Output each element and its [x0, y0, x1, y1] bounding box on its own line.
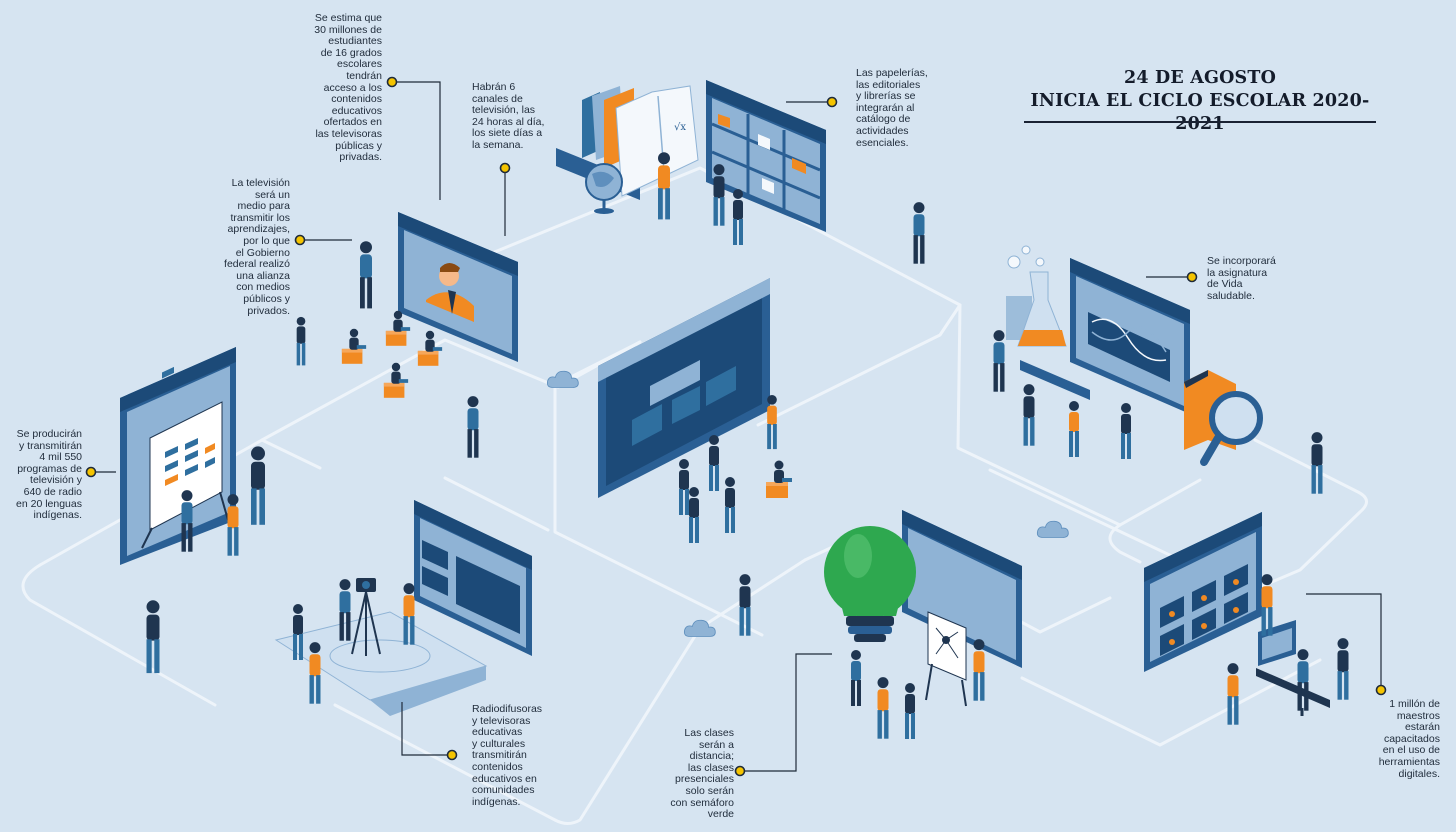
person-figure: [1227, 663, 1239, 725]
person-figure: [767, 394, 777, 450]
person-figure: [913, 202, 925, 264]
person-figure: [1297, 649, 1309, 711]
person-figure: [385, 310, 411, 346]
screen-tv-presenter: [398, 212, 518, 362]
title-line-2: INICIA EL CICLO ESCOLAR 2020-2021: [1030, 91, 1370, 134]
person-figure: [1023, 384, 1035, 446]
note-channels: Habrán 6 canales de televisión, las 24 h…: [472, 81, 545, 151]
mindmap-icon: [925, 611, 967, 707]
svg-text:√x: √x: [674, 122, 686, 133]
person-figure: [341, 328, 367, 364]
flask-icon: [1006, 245, 1090, 400]
title-line-1: 24 DE AGOSTO: [1123, 68, 1277, 88]
books-and-globe: √x: [556, 85, 699, 214]
person-figure: [905, 683, 915, 739]
screen-lightbulb: [902, 510, 1022, 668]
person-figure: [251, 446, 265, 525]
person-figure: [360, 241, 372, 309]
note-healthy-life: Se incorporará la asignatura de Vida sal…: [1207, 255, 1276, 302]
screen-lab: [1070, 258, 1190, 414]
person-figure: [1261, 574, 1273, 636]
person-figure: [689, 487, 699, 543]
magnifier-icon: [1200, 391, 1263, 466]
screen-central: [598, 278, 770, 498]
person-figure: [1121, 403, 1131, 459]
studio-floor: [274, 611, 488, 716]
person-figure: [766, 460, 792, 498]
person-figure: [851, 650, 861, 706]
screen-whiteboard: [120, 347, 236, 565]
cloud-icon: [546, 370, 579, 388]
person-figure: [296, 316, 306, 366]
person-figure: [713, 164, 725, 226]
cloud-icon: [1036, 520, 1069, 538]
note-programs: Se producirán y transmitirán 4 mil 550 p…: [16, 428, 82, 522]
note-teachers: 1 millón de maestros estarán capacitados…: [1378, 698, 1440, 780]
person-figure: [309, 642, 321, 704]
person-figure: [181, 490, 193, 552]
person-figure: [725, 477, 735, 533]
person-figure: [227, 494, 239, 556]
person-figure: [146, 600, 160, 674]
person-figure: [877, 677, 889, 739]
person-figure: [417, 330, 443, 366]
person-figure: [733, 189, 743, 245]
screen-broadcast: [414, 500, 532, 656]
person-figure: [709, 435, 719, 491]
note-broadcasters: Radiodifusoras y televisoras educativas …: [472, 703, 543, 808]
person-figure: [993, 330, 1005, 392]
note-stationery: Las papelerías, las editoriales y librer…: [856, 67, 928, 149]
marker-dots: [85, 76, 1387, 777]
note-television: La televisión será un medio para transmi…: [224, 177, 290, 317]
infographic-title: 24 DE AGOSTO INICIA EL CICLO ESCOLAR 202…: [1024, 67, 1376, 136]
camera-icon: [351, 578, 381, 656]
person-figure: [383, 362, 409, 398]
lightbulb-icon: [824, 526, 916, 642]
title-underline: [1024, 121, 1376, 123]
person-figure: [973, 639, 985, 701]
person-figure: [1311, 432, 1323, 494]
person-figure: [1069, 401, 1079, 457]
person-figure: [467, 396, 479, 458]
person-figure: [1337, 638, 1349, 700]
pathway-network: [21, 166, 1368, 825]
person-figure: [658, 152, 670, 220]
screen-videoconference: [1144, 512, 1330, 716]
leader-lines: [93, 81, 1382, 772]
note-remote-classes: Las clases serán a distancia; las clases…: [670, 727, 734, 821]
note-students: Se estima que 30 millones de estudiantes…: [314, 12, 382, 164]
person-figure: [679, 459, 689, 515]
